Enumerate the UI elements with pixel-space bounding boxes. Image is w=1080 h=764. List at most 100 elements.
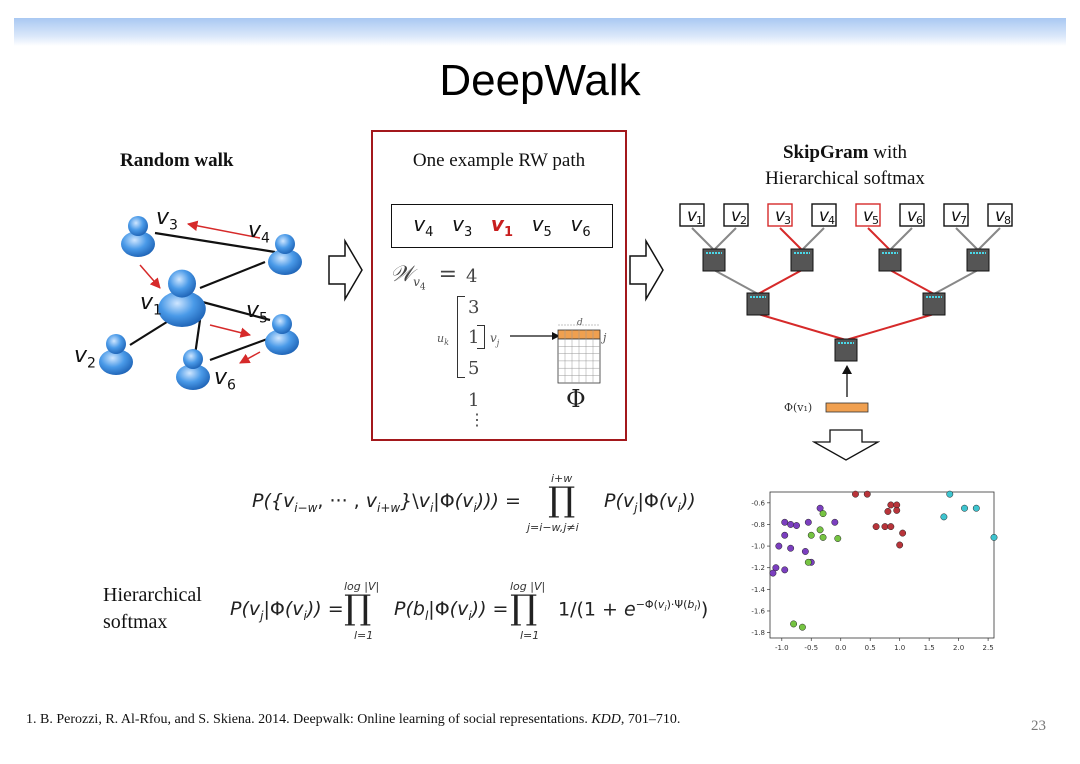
- scatter-point: [819, 533, 827, 541]
- scatter-point: [816, 504, 824, 512]
- random-walk-heading: Random walk: [120, 150, 234, 171]
- y-tick-label: -0.8: [751, 521, 765, 529]
- center-bracket: [477, 325, 485, 349]
- tree-edge: [867, 227, 891, 251]
- scatter-point: [787, 520, 795, 528]
- example-path-panel: [371, 130, 627, 441]
- scatter-point: [798, 623, 806, 631]
- tree-edge: [757, 269, 803, 295]
- slide-title: DeepWalk: [439, 56, 641, 105]
- tree-leaf-label: v: [907, 206, 918, 226]
- tree-leaf-box: [679, 203, 705, 227]
- tree-edge: [713, 227, 737, 251]
- phi-symbol: Φ: [566, 385, 586, 413]
- seq-item: 5: [468, 358, 480, 379]
- x-tick-label: 1.5: [924, 644, 935, 652]
- tree-edge: [845, 313, 935, 341]
- scatter-point: [801, 548, 809, 555]
- tree-leaf-label: v: [863, 206, 874, 226]
- scatter-point: [834, 535, 842, 542]
- prod-top-1: i+w: [551, 472, 573, 485]
- tree-leaf-label: v: [995, 206, 1006, 226]
- tree-leaf-sub: 1: [696, 214, 703, 227]
- tree-internal-node: [834, 338, 858, 362]
- seq-item: 3: [468, 297, 480, 318]
- scatter-point: [881, 523, 889, 531]
- tree-internal-node: [746, 292, 770, 316]
- scatter-point: [807, 531, 815, 539]
- scatter-point: [872, 523, 880, 531]
- scatter-point: [819, 510, 827, 518]
- tree-leaf-box: [899, 203, 925, 227]
- tree-leaf-sub: 8: [1004, 214, 1011, 227]
- scatter-point: [804, 518, 812, 526]
- equation-1-rhs: P(vj|Φ(vi)): [604, 490, 696, 515]
- seq-item: 4: [466, 266, 478, 287]
- scatter-point: [781, 518, 789, 526]
- tree-leaf-box: [723, 203, 749, 227]
- x-tick-label: 0.5: [865, 644, 876, 652]
- tree-edge: [889, 269, 935, 295]
- scatter-point: [831, 518, 839, 526]
- node-label-v5: v5: [246, 298, 268, 327]
- plot-area: [769, 491, 995, 639]
- x-tick-label: 0.0: [835, 644, 846, 652]
- scatter-point: [781, 531, 789, 539]
- tree-edge: [801, 227, 825, 251]
- tree-edge: [889, 227, 913, 251]
- tree-leaf-sub: 7: [960, 214, 967, 227]
- scatter-point: [863, 490, 871, 498]
- tree-leaf-sub: 6: [916, 214, 923, 227]
- tree-edge: [977, 227, 1001, 251]
- scatter-point: [775, 542, 783, 550]
- scatter-point: [769, 569, 777, 577]
- window-bracket: [457, 296, 465, 378]
- tree-leaf-sub: 2: [740, 214, 747, 227]
- tree-leaf-sub: 4: [828, 214, 835, 227]
- seq-item-center: 1: [468, 327, 480, 348]
- node-v3-icon: [121, 216, 155, 257]
- node-v5-icon: [265, 314, 299, 355]
- tree-leaf-box: [767, 203, 793, 227]
- tree-edge: [691, 227, 715, 251]
- tree-leaf-label: v: [731, 206, 742, 226]
- skipgram-heading: SkipGram with Hierarchical softmax: [765, 142, 925, 189]
- scatter-point: [990, 533, 998, 541]
- tree-leaf-label: v: [775, 206, 786, 226]
- tree-leaf-label: v: [951, 206, 962, 226]
- equation-2-rhs: 1/(1 + e−Φ(vi)·Ψ(bl)): [558, 598, 709, 621]
- scatter-point: [899, 529, 907, 537]
- scatter-point: [940, 513, 948, 521]
- node-label-v1: v1: [140, 290, 162, 319]
- node-v4-icon: [268, 234, 302, 275]
- tree-leaf-box: [811, 203, 837, 227]
- prod-top-3: log |V|: [510, 580, 546, 593]
- scatter-point: [946, 490, 954, 498]
- embedding-matrix: [510, 324, 601, 384]
- path-node-highlight: v1: [490, 212, 514, 240]
- node-label-v6: v6: [214, 365, 236, 394]
- scatter-point: [852, 490, 859, 498]
- tree-edge: [933, 269, 979, 295]
- scatter-point: [972, 504, 980, 512]
- prod-bottom-2: l=1: [354, 629, 374, 642]
- scatter-point: [787, 544, 795, 552]
- seq-ellipsis: ⋮: [469, 410, 485, 429]
- x-tick-label: 1.0: [894, 644, 905, 652]
- input-embedding-bar: [825, 402, 869, 413]
- scatter-point: [884, 508, 892, 515]
- y-tick-label: -1.8: [751, 629, 765, 637]
- phi-v1-label: Φ(v₁): [784, 401, 813, 414]
- footnote-citation: 1. B. Perozzi, R. Al-Rfou, and S. Skiena…: [26, 712, 681, 727]
- node-label-v2: v2: [74, 343, 96, 372]
- x-tick-label: 2.0: [953, 644, 964, 652]
- node-v2-icon: [99, 334, 133, 375]
- equation-2-mid: P(bl|Φ(vi)) =: [394, 598, 509, 623]
- tree-edge: [955, 227, 979, 251]
- header-gradient-bar: [14, 18, 1066, 46]
- scatter-point: [887, 501, 895, 509]
- flow-arrow-1-icon: [328, 238, 363, 302]
- x-tick-label: -1.0: [775, 644, 789, 652]
